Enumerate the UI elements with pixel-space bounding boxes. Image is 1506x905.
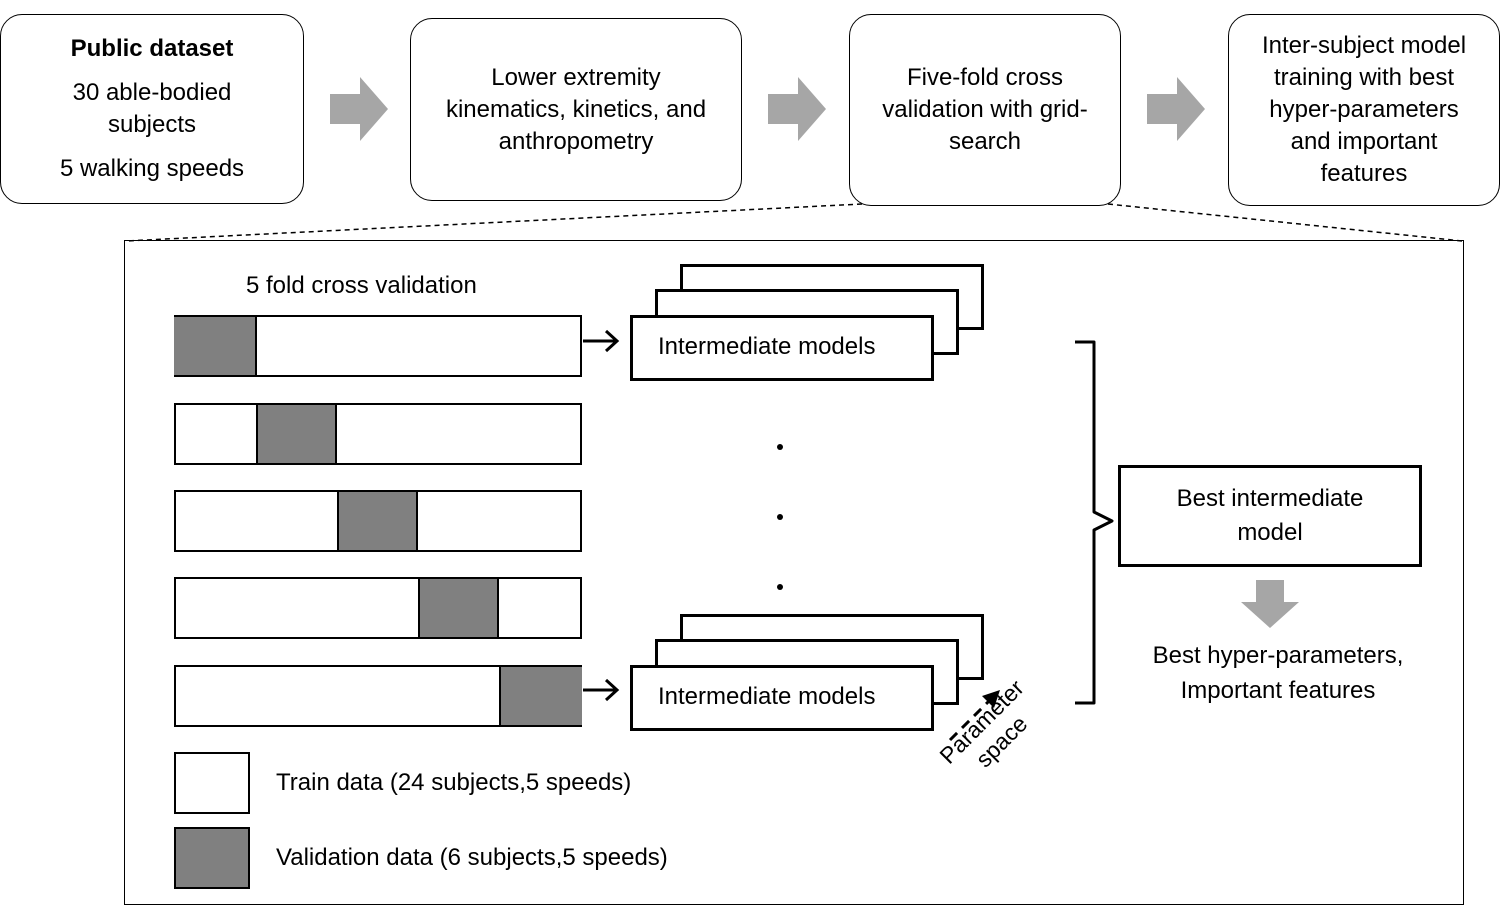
fold-bar-1	[174, 315, 582, 377]
public-dataset-box: Public dataset 30 able-bodied subjects 5…	[0, 14, 304, 204]
intermediate-models-label-top: Intermediate models	[658, 333, 876, 360]
public-dataset-title: Public dataset	[70, 35, 234, 62]
arrow-right-icon	[583, 329, 620, 353]
fold-bar-5	[174, 665, 582, 727]
validation-segment	[418, 579, 499, 637]
flow-arrow-icon	[330, 77, 388, 141]
cv-line-3: search	[948, 128, 1022, 155]
features-line-3: anthropometry	[498, 127, 654, 155]
validation-legend-swatch	[174, 827, 250, 889]
training-line-5: features	[1320, 160, 1408, 187]
flow-arrow-icon	[768, 77, 826, 141]
train-legend-swatch	[174, 752, 250, 814]
features-line-2: kinematics, kinetics, and	[445, 95, 707, 123]
train-legend-label: Train data (24 subjects,5 speeds)	[276, 769, 632, 796]
cv-line-2: validation with grid-	[882, 96, 1088, 123]
model-training-box: Inter-subject model training with best h…	[1228, 14, 1500, 206]
best-model-line-2: model	[1237, 519, 1303, 546]
best-intermediate-model-box: Best intermediate model	[1118, 465, 1422, 567]
features-box: Lower extremity kinematics, kinetics, an…	[410, 18, 742, 201]
model-card-front	[630, 665, 934, 731]
best-results-text: Best hyper-parameters, Important feature…	[1126, 638, 1430, 708]
validation-segment	[256, 405, 337, 463]
cv-line-1: Five-fold cross	[906, 64, 1064, 91]
training-line-4: and important	[1290, 128, 1438, 155]
flow-arrow-icon	[1147, 77, 1205, 141]
training-line-2: training with best	[1273, 64, 1455, 91]
validation-segment	[499, 667, 582, 725]
subjects-label-line: subjects	[107, 111, 197, 138]
cross-validation-box: Five-fold cross validation with grid- se…	[849, 14, 1121, 206]
fold-bar-4	[174, 577, 582, 639]
result-line-1: Best hyper-parameters,	[1152, 642, 1404, 669]
intermediate-models-label-bottom: Intermediate models	[658, 683, 876, 710]
validation-legend-label: Validation data (6 subjects,5 speeds)	[276, 844, 668, 871]
best-model-line-1: Best intermediate	[1176, 485, 1364, 512]
walking-speeds-line: 5 walking speeds	[59, 155, 245, 182]
ellipsis-dot	[777, 584, 783, 590]
arrow-right-icon	[583, 678, 620, 702]
fold-bar-2	[174, 403, 582, 465]
result-line-2: Important features	[1180, 677, 1376, 704]
training-line-1: Inter-subject model	[1261, 32, 1467, 59]
ellipsis-dot	[777, 444, 783, 450]
validation-segment	[174, 317, 257, 375]
cv-title: 5 fold cross validation	[246, 272, 477, 299]
features-line-1: Lower extremity	[491, 63, 661, 91]
training-line-3: hyper-parameters	[1269, 96, 1459, 123]
subjects-count-line: 30 able-bodied	[72, 79, 232, 106]
validation-segment	[337, 492, 418, 550]
model-card-front	[630, 315, 934, 381]
fold-bar-3	[174, 490, 582, 552]
ellipsis-dot	[777, 514, 783, 520]
